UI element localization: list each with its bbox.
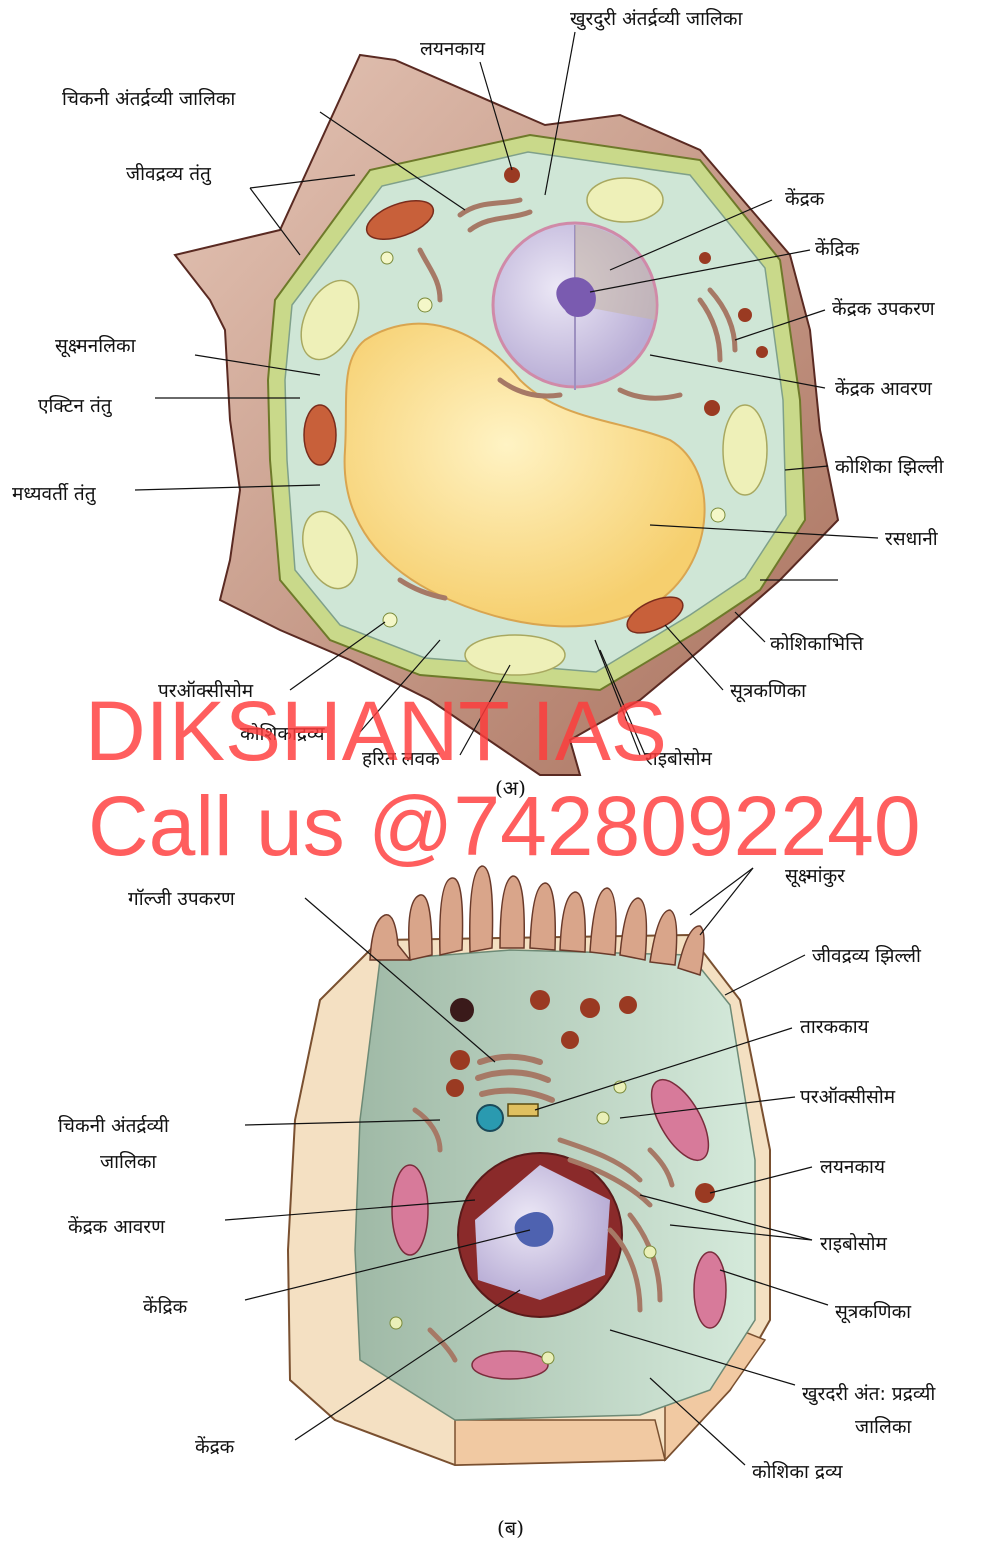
label-b-lysosome: लयनकाय — [820, 1156, 886, 1178]
label-b-rough-er-1: खुरदरी अंत: प्रद्रव्यी — [802, 1382, 936, 1406]
animal-cell — [288, 866, 770, 1465]
label-a-plasmodesmata: जीवद्रव्य तंतु — [126, 162, 212, 186]
label-a-nucleus: केंद्रक — [785, 187, 825, 210]
label-b-golgi: गॉल्जी उपकरण — [128, 887, 235, 910]
caption-b: (ब) — [497, 1516, 524, 1540]
watermark: DIKSHANT IAS Call us @7428092240 — [85, 684, 921, 873]
label-b-nucleus: केंद्रक — [195, 1435, 235, 1458]
label-b-plasma-membrane: जीवद्रव्य झिल्ली — [812, 944, 922, 967]
label-b-nuclear-envelope: केंद्रक आवरण — [68, 1215, 165, 1238]
label-a-actin: एक्टिन तंतु — [38, 394, 113, 418]
label-a-lysosome: लयनकाय — [420, 38, 486, 60]
plant-cell — [175, 55, 838, 775]
watermark-line2: Call us @7428092240 — [88, 779, 921, 873]
label-a-smooth-er: चिकनी अंतर्द्रव्यी जालिका — [62, 87, 236, 110]
label-b-cytoplasm: कोशिका द्रव्य — [752, 1460, 843, 1483]
label-a-intermediate-filament: मध्यवर्ती तंतु — [12, 482, 97, 506]
label-b-ribosome: राइबोसोम — [820, 1232, 888, 1255]
label-b-peroxisome: परऑक्सीसोम — [800, 1085, 896, 1108]
label-b-smooth-er-2: जालिका — [100, 1150, 157, 1173]
label-b-centrosome: तारककाय — [800, 1016, 870, 1038]
label-b-nucleolus: केंद्रिक — [143, 1295, 188, 1318]
label-a-microtubule: सूक्ष्मनलिका — [55, 334, 137, 358]
label-b-rough-er-2: जालिका — [855, 1415, 912, 1438]
watermark-line1: DIKSHANT IAS — [85, 684, 667, 778]
label-a-cell-wall: कोशिकाभित्ति — [770, 632, 864, 655]
label-a-mitochondria: सूत्रकणिका — [730, 679, 807, 703]
label-a-cell-membrane: कोशिका झिल्ली — [835, 455, 945, 478]
label-b-mitochondria: सूत्रकणिका — [835, 1300, 912, 1324]
label-a-vacuole: रसधानी — [885, 527, 939, 550]
label-a-nucleolus: केंद्रिक — [815, 237, 860, 260]
label-b-smooth-er-1: चिकनी अंतर्द्रव्यी — [58, 1114, 170, 1137]
label-a-nuclear-envelope: केंद्रक आवरण — [835, 377, 932, 400]
label-a-rough-er: खुरदुरी अंतर्द्रव्यी जालिका — [570, 7, 743, 31]
label-a-golgi: केंद्रक उपकरण — [832, 297, 935, 320]
animal-centrosome — [477, 1105, 503, 1131]
